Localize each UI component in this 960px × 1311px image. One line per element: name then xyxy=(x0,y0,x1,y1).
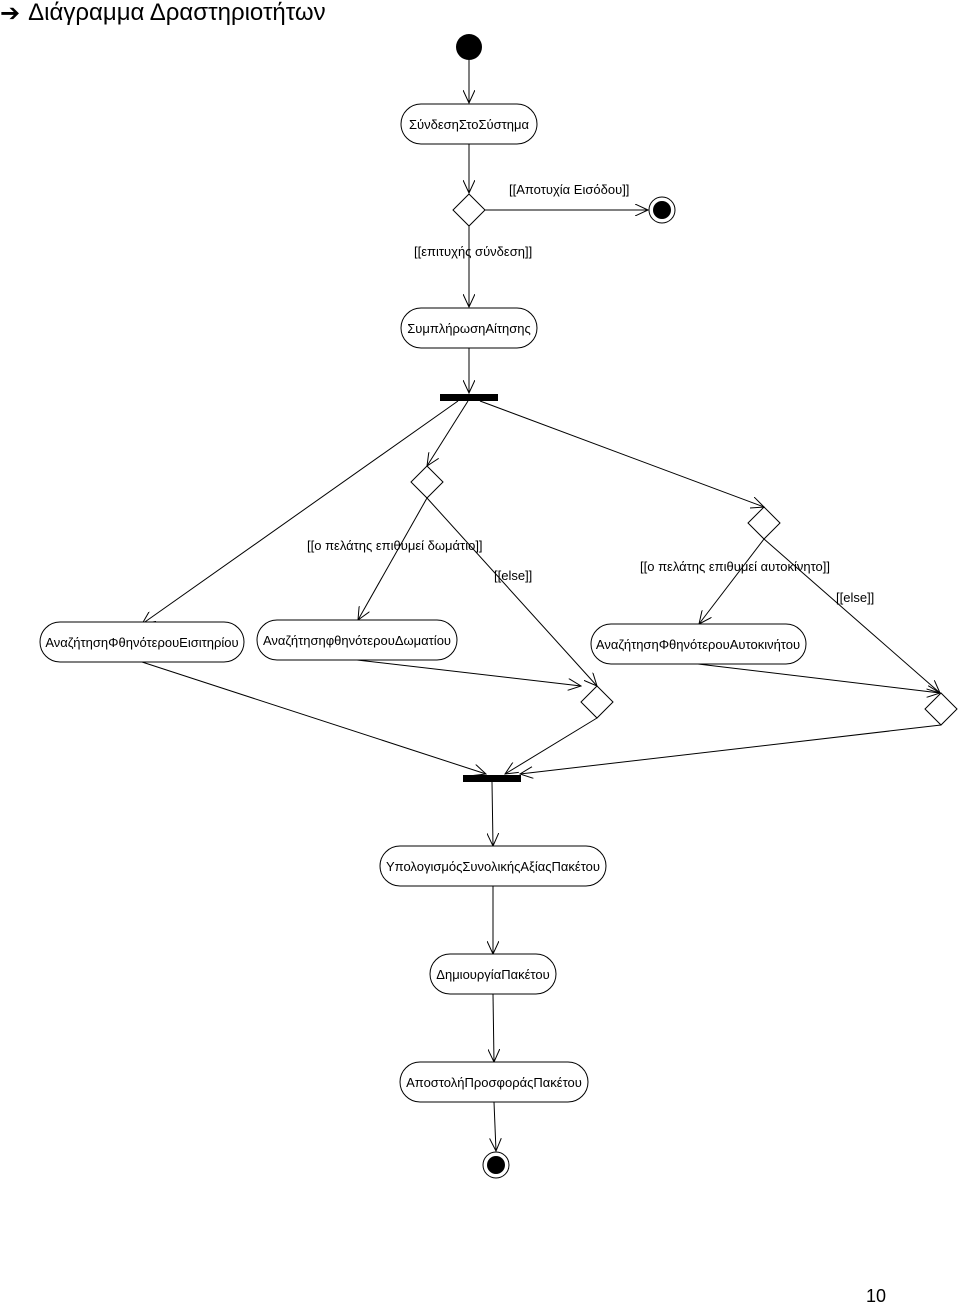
decision-room xyxy=(410,465,444,499)
activity-create-package-label: ΔημιουργίαΠακέτου xyxy=(436,967,549,982)
initial-node xyxy=(456,34,482,60)
page-number: 10 xyxy=(865,1286,886,1306)
page-title: Διάγραμμα Δραστηριοτήτων xyxy=(28,0,326,26)
merge-car xyxy=(924,692,958,726)
decision-login xyxy=(452,193,486,227)
activity-search-room: ΑναζήτησηφθηνότερουΔωματίου xyxy=(256,619,458,661)
guard-wants-room: [[ο πελάτης επιθυμεί δωμάτιο]] xyxy=(307,538,483,553)
guard-room-else: [[else]] xyxy=(494,568,532,583)
edge-create-send xyxy=(493,993,494,1062)
guard-wants-car: [[ο πελάτης επιθυμεί αυτοκίνητο]] xyxy=(640,559,830,574)
edge-car-merge xyxy=(697,663,940,693)
guard-car-else: [[else]] xyxy=(836,590,874,605)
activity-search-car-label: ΑναζήτησηΦθηνότερουΑυτοκινήτου xyxy=(596,637,800,652)
activity-login-label: ΣύνδεσηΣτοΣύστημα xyxy=(409,117,530,132)
activity-search-room-label: ΑναζήτησηφθηνότερουΔωματίου xyxy=(263,633,451,648)
edge-fork-ticket xyxy=(142,400,459,624)
activity-fill-request: ΣυμπλήρωσηΑίτησης xyxy=(400,307,538,349)
activity-login: ΣύνδεσηΣτοΣύστημα xyxy=(400,103,538,145)
fork-bar xyxy=(440,394,498,401)
edge-ticket-join xyxy=(141,661,486,774)
merge-room xyxy=(580,685,614,719)
activity-create-package: ΔημιουργίαΠακέτου xyxy=(429,953,557,995)
activity-send-offer: ΑποστολήΠροσφοράςΠακέτου xyxy=(399,1061,589,1103)
activity-calc-value-label: ΥπολογισμόςΣυνολικήςΑξίαςΠακέτου xyxy=(386,859,600,874)
join-bar xyxy=(463,775,521,782)
edge-join-calc xyxy=(492,781,493,846)
edge-fork-room-decision xyxy=(427,400,469,466)
edge-room-yes xyxy=(358,497,428,620)
guard-login-fail: [[Αποτυχία Εισόδου]] xyxy=(509,182,629,197)
decision-car xyxy=(747,506,781,540)
activity-send-offer-label: ΑποστολήΠροσφοράςΠακέτου xyxy=(406,1075,582,1090)
edge-room-merge xyxy=(356,659,581,686)
edge-car-else xyxy=(763,538,940,693)
activity-search-car: ΑναζήτησηΦθηνότερουΑυτοκινήτου xyxy=(590,623,807,665)
edge-room-else xyxy=(426,497,597,686)
arrow-right-icon: ➔ xyxy=(0,0,21,27)
activity-fill-request-label: ΣυμπλήρωσηΑίτησης xyxy=(407,321,531,336)
edge-car-yes xyxy=(699,538,765,624)
activity-search-ticket-label: ΑναζήτησηΦθηνότερουΕισιτηρίου xyxy=(45,635,238,650)
activity-search-ticket: ΑναζήτησηΦθηνότερουΕισιτηρίου xyxy=(39,621,245,663)
guard-login-success: [[επιτυχής σύνδεση]] xyxy=(414,244,532,259)
edge-fork-car-decision xyxy=(479,400,764,507)
final-node xyxy=(482,1151,510,1179)
edge-carmerge-join xyxy=(520,724,942,774)
activity-calc-value: ΥπολογισμόςΣυνολικήςΑξίαςΠακέτου xyxy=(379,845,607,887)
edge-send-final xyxy=(494,1101,496,1151)
edge-roommerge-join xyxy=(505,717,598,774)
heading: ➔ Διάγραμμα Δραστηριοτήτων xyxy=(0,0,326,28)
final-node-failure xyxy=(648,196,676,224)
